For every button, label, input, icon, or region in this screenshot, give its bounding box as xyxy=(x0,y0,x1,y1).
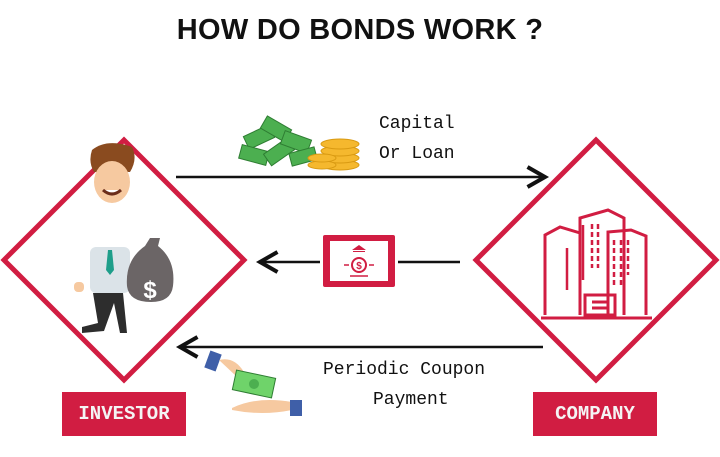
office-buildings-icon xyxy=(541,208,652,320)
investor-with-money-bag-icon: $ xyxy=(74,143,174,333)
hands-payment-icon xyxy=(204,350,302,416)
svg-text:$: $ xyxy=(356,261,362,272)
page-title: HOW DO BONDS WORK ? xyxy=(176,14,544,46)
bond-certificate-icon: $ xyxy=(323,235,395,287)
company-diamond xyxy=(472,136,720,384)
coupon-label-line2: Payment xyxy=(373,390,449,410)
investor-diamond xyxy=(0,136,248,384)
cash-and-coins-icon xyxy=(238,115,360,171)
capital-label-line1: Capital xyxy=(379,114,455,134)
capital-label-line2: Or Loan xyxy=(379,144,455,164)
company-label: COMPANY xyxy=(533,392,657,436)
investor-label: INVESTOR xyxy=(62,392,186,436)
coupon-label-line1: Periodic Coupon xyxy=(323,360,486,380)
svg-text:$: $ xyxy=(143,277,157,304)
